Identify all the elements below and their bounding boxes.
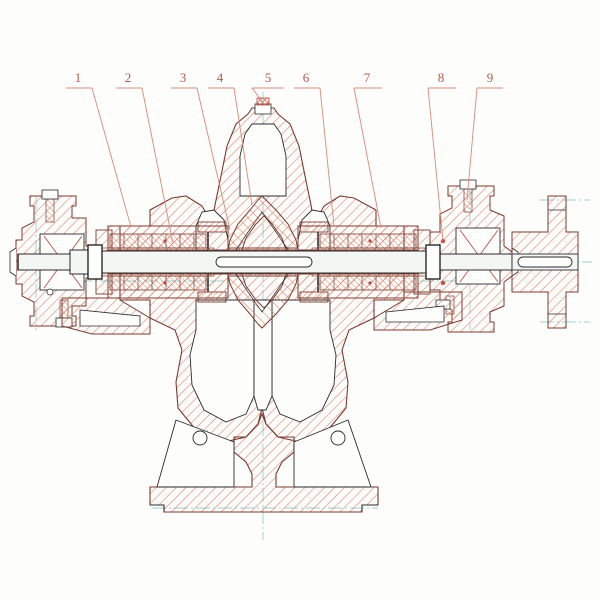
callout-number-4[interactable]: 4 xyxy=(216,70,224,85)
callout-number-7[interactable]: 7 xyxy=(363,70,371,85)
seal-marker-left-lower xyxy=(163,281,167,285)
casing-foot-right-inner xyxy=(385,305,445,323)
pedestal-right-leg xyxy=(293,419,372,488)
callout-number-2[interactable]: 2 xyxy=(124,70,132,85)
impeller-lower xyxy=(227,273,299,329)
left-bearing-cap-bolt-shank xyxy=(45,197,55,223)
callout-1-leader xyxy=(91,87,132,228)
callout-number-5[interactable]: 5 xyxy=(264,70,272,85)
vent-plug-head xyxy=(256,97,270,106)
callout-number-1[interactable]: 1 xyxy=(74,70,82,85)
callout-8-leader xyxy=(427,87,444,242)
callout-8-target-dot-lower xyxy=(440,280,446,286)
discharge-nozzle-bore xyxy=(239,123,287,197)
packing-left-lower xyxy=(109,275,207,291)
shaft-right-journal xyxy=(431,253,513,271)
packing-right-upper xyxy=(319,233,417,249)
callout-number-8[interactable]: 8 xyxy=(437,70,445,85)
callout-7-leader xyxy=(353,87,382,229)
shaft-collar-left xyxy=(87,244,103,280)
impeller-vane-outline-lower xyxy=(235,273,289,313)
casing-foot-left-inner xyxy=(79,309,141,327)
coupling-keyway xyxy=(517,256,573,268)
pedestal-left-leg xyxy=(156,419,235,488)
shaft-left-stub xyxy=(17,253,71,271)
impeller-vane-outline-upper xyxy=(235,211,289,251)
impeller-upper xyxy=(227,195,299,251)
drive-coupling xyxy=(511,195,579,329)
right-drain-hole xyxy=(330,430,346,446)
seal-marker-right xyxy=(368,239,372,243)
left-bearing-oil-plug xyxy=(46,288,54,296)
vent-plug-body xyxy=(254,103,272,115)
packing-rings-left xyxy=(123,234,195,290)
seal-marker-right-lower xyxy=(368,281,372,285)
callout-leaders xyxy=(66,87,503,244)
callout-number-3[interactable]: 3 xyxy=(179,70,187,85)
seal-marker-left xyxy=(163,239,167,243)
callout-3-leader xyxy=(196,87,231,231)
callout-2-leader xyxy=(141,87,174,244)
packing-left-upper xyxy=(109,233,207,249)
left-drain-hole xyxy=(192,430,208,446)
callout-number-9[interactable]: 9 xyxy=(486,70,494,85)
foot-left-notch xyxy=(150,504,165,512)
callout-number-6[interactable]: 6 xyxy=(302,70,310,85)
left-bearing-cap-bolt-head xyxy=(41,189,59,200)
casing-support-feet xyxy=(61,291,463,335)
callout-5-leader xyxy=(251,87,265,105)
callout-4-leader xyxy=(233,87,253,206)
shaft-collar-right xyxy=(425,244,441,280)
packing-right-lower xyxy=(319,275,417,291)
volute-lower-right-cavity xyxy=(271,299,337,423)
callout-9-leader xyxy=(466,87,478,201)
shaft-keyway-impeller xyxy=(215,256,313,268)
left-bearing-endcap-lip xyxy=(9,247,17,277)
callout-6-leader xyxy=(319,87,335,227)
foot-right-notch xyxy=(361,504,378,512)
pump-pedestal xyxy=(149,412,379,513)
pump-casing-lower xyxy=(119,273,405,443)
packing-rings-right xyxy=(333,234,405,290)
pedestal-outline xyxy=(149,412,379,513)
